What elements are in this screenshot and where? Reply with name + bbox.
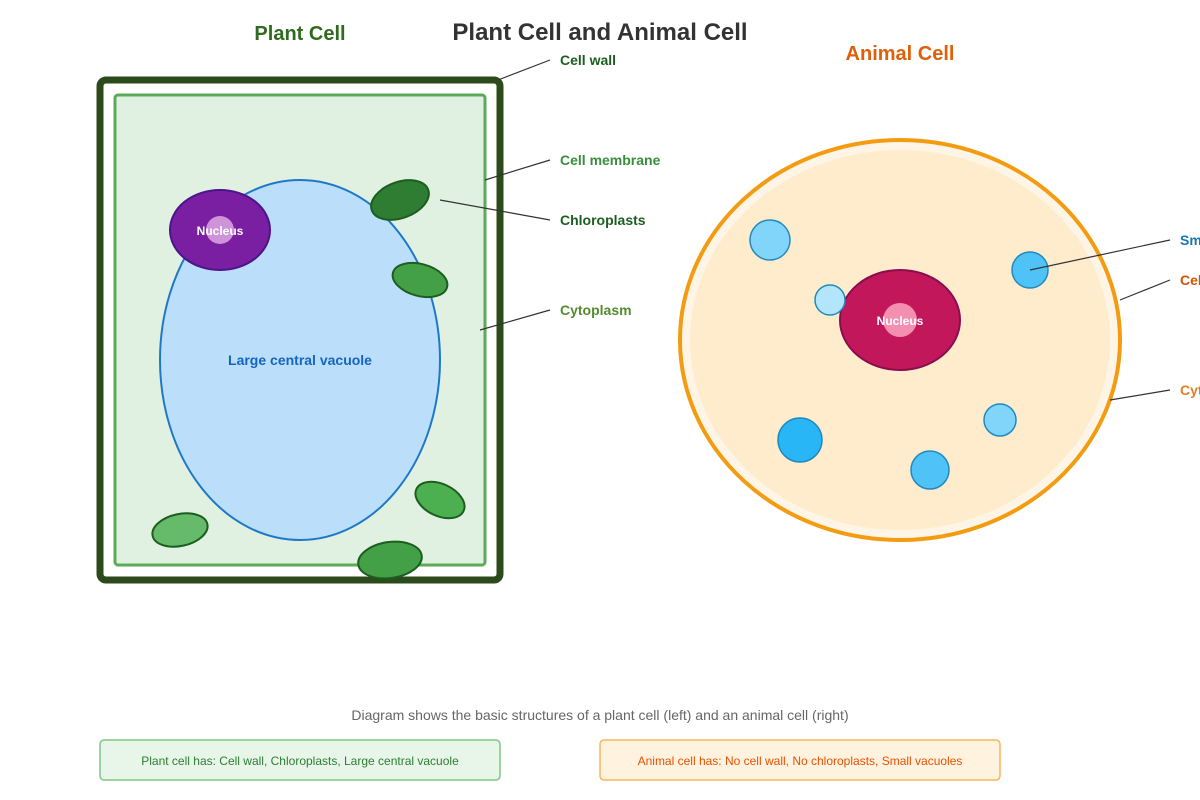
small-vacuoles-label: Sm (1180, 232, 1200, 248)
plant-cell-heading: Plant Cell (254, 23, 345, 45)
animal-membrane-label: Cel (1180, 272, 1200, 288)
small-vacuole (983, 403, 1017, 437)
animal-cytoplasm-leader-line (1109, 389, 1171, 401)
chloroplasts-label: Chloroplasts (560, 212, 646, 228)
animal-cell-heading: Animal Cell (846, 43, 955, 65)
small-vacuole (777, 417, 823, 463)
animal-cell: Nucleus (678, 138, 1122, 542)
diagram-title: Plant Cell and Animal Cell (452, 19, 747, 46)
plant-cytoplasm-label: Cytoplasm (560, 302, 632, 318)
animal-membrane-leader-line (1119, 279, 1171, 301)
small-vacuole (814, 284, 846, 316)
small-vacuoles-leader-line (1029, 239, 1171, 271)
animal-summary-box: Animal cell has: No cell wall, No chloro… (599, 739, 1001, 781)
vacuole-label: Large central vacuole (228, 352, 372, 368)
plant-nucleolus (206, 216, 234, 244)
plant-membrane-leader-line (484, 159, 551, 181)
plant-cytoplasm-leader-line (479, 309, 551, 331)
chloroplast (414, 480, 466, 520)
chloroplast (391, 261, 449, 299)
plant-cell: Large central vacuole Nucleus (96, 76, 504, 584)
small-vacuole (910, 450, 950, 490)
plant-callouts: Cell wall Cell membrane Chloroplasts Cyt… (439, 52, 661, 331)
diagram-caption: Diagram shows the basic structures of a … (351, 707, 848, 723)
plant-summary-text: Plant cell has: Cell wall, Chloroplasts,… (141, 754, 459, 768)
animal-summary-background (599, 739, 1001, 781)
small-vacuole (749, 219, 791, 261)
animal-cytoplasm-label: Cyt (1180, 382, 1200, 398)
chloroplasts-leader-line (439, 199, 551, 221)
chloroplast (151, 512, 209, 548)
animal-callouts: Sm Cel Cyt (1029, 232, 1200, 401)
animal-summary-text: Animal cell has: No cell wall, No chloro… (638, 754, 963, 768)
cell-wall-label: Cell wall (560, 52, 616, 68)
plant-nucleus-label: Nucleus (197, 224, 244, 238)
plant-membrane-label: Cell membrane (560, 152, 661, 168)
animal-nucleus-label: Nucleus (877, 314, 924, 328)
plant-summary-background (99, 739, 501, 781)
cell-wall-leader-line (497, 59, 551, 81)
plant-summary-box: Plant cell has: Cell wall, Chloroplasts,… (99, 739, 501, 781)
chloroplast (370, 179, 430, 221)
chloroplast (357, 540, 423, 580)
animal-nucleolus (883, 303, 917, 337)
